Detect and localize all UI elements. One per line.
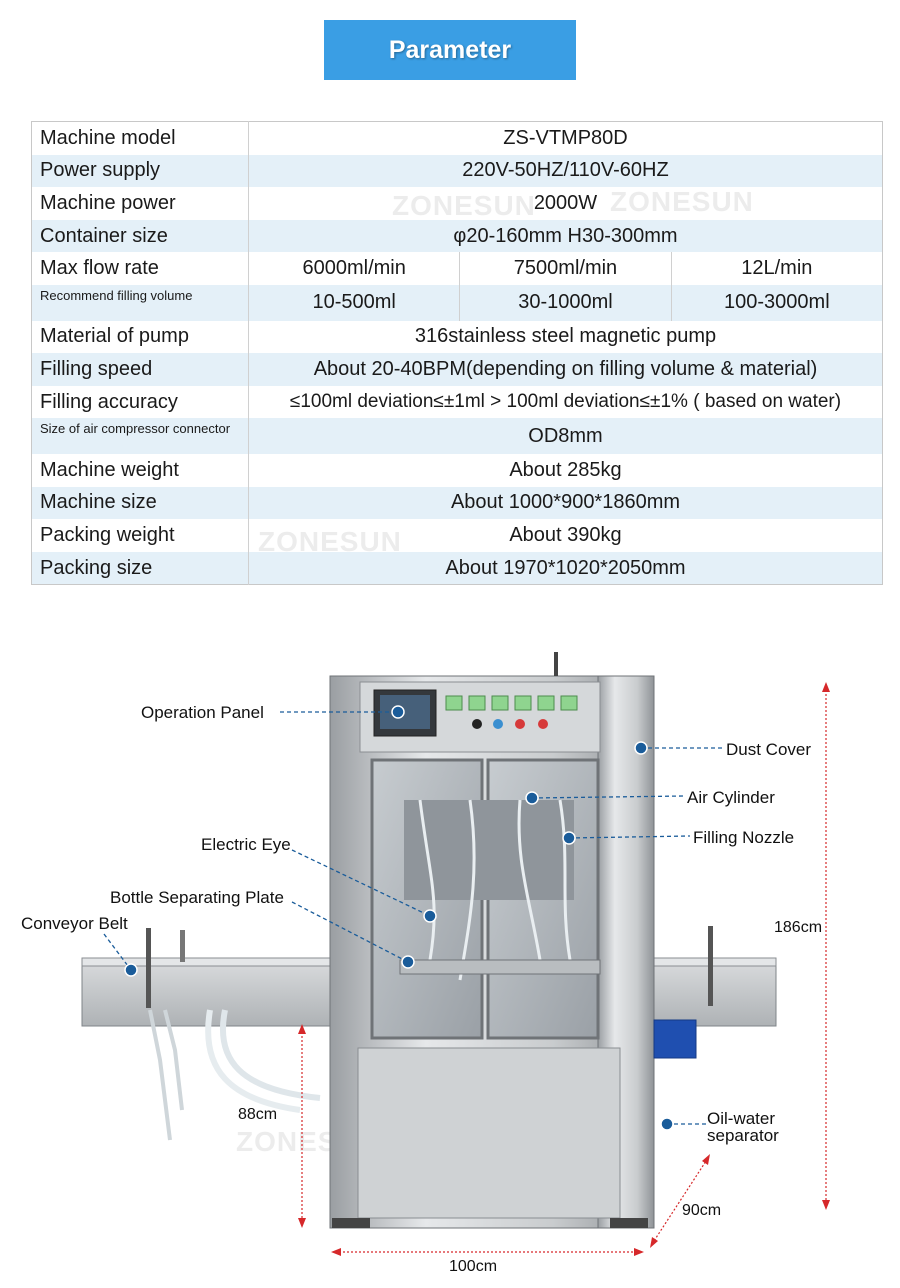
row-value: ≤100ml deviation≤±1ml > 100ml deviation≤… [248,385,883,419]
table-row: Power supply 220V-50HZ/110V-60HZ [31,154,883,188]
row-label: Filling speed [31,353,249,386]
callout-operation-panel: Operation Panel [141,703,264,722]
watermark: ZONESUN [610,186,754,217]
row-value: 100-3000ml [670,284,883,321]
row-value: About 20-40BPM(depending on filling volu… [248,353,883,386]
row-value: 10-500ml [247,284,460,321]
callout-electric-eye: Electric Eye [201,835,291,854]
table-row: Filling speed About 20-40BPM(depending o… [31,353,883,386]
callout-oil-water-separator: Oil-water separator [707,1110,779,1144]
row-value: 30-1000ml [459,284,672,321]
row-value: 2000W [248,187,883,220]
machine-cabinet [329,652,697,1229]
row-value: 12L/min [670,252,883,285]
dimension-depth: 90cm [682,1202,722,1219]
table-row: Machine size About 1000*900*1860mm [31,486,883,520]
row-label: Machine weight [40,458,179,481]
row-label: Max flow rate [40,257,159,280]
row-value: φ20-160mm H30-300mm [248,219,883,253]
dimension-lines [301,686,827,1253]
row-label: Recommend filling volume [31,284,249,321]
row-label: Machine model [40,126,176,149]
row-label: Packing size [31,551,249,585]
callout-line: separator [707,1126,779,1145]
table-row: Machine model ZS-VTMP80D [32,121,883,155]
row-value: About 285kg [248,453,883,487]
table-row: Material of pump 316stainless steel magn… [32,320,883,354]
callout-line: Oil-water [707,1109,776,1128]
row-value: OD8mm [248,418,883,454]
dimension-conveyor-height: 88cm [238,1106,278,1123]
callout-filling-nozzle: Filling Nozzle [693,828,795,847]
row-value: 6000ml/min [247,252,460,285]
row-value: ZS-VTMP80D [248,121,883,155]
row-label: Container size [31,219,249,253]
leader-lines [103,711,722,1125]
row-label: Power supply [31,154,249,188]
watermark: ZONESUN [258,526,402,557]
callout-conveyor-belt: Conveyor Belt [21,914,128,933]
dimension-height: 186cm [774,919,823,936]
row-value: 316stainless steel magnetic pump [248,320,883,354]
table-row: Size of air compressor connector OD8mm [31,418,883,454]
spec-table: Machine model ZS-VTMP80D Power supply 22… [31,121,883,586]
row-label: Size of air compressor connector [31,418,249,454]
table-row: Max flow rate 6000ml/min 7500ml/min 12L/… [32,252,883,285]
row-label: Machine size [31,486,249,520]
table-row: Recommend filling volume 10-500ml 30-100… [31,284,883,321]
watermark: ZONESUN [392,190,536,221]
row-label: Filling accuracy [40,390,178,413]
dimension-width: 100cm [449,1258,498,1275]
banner-title: Parameter [388,35,512,64]
row-value: About 390kg [248,519,883,552]
callout-markers [124,705,674,1131]
dimension-arrowheads [298,682,830,1256]
row-label: Machine power [40,191,176,214]
table-row: Packing size About 1970*1020*2050mm [31,551,883,585]
callout-air-cylinder: Air Cylinder [687,788,775,807]
table-row: Container size φ20-160mm H30-300mm [31,219,883,253]
machine-illustration [81,652,830,1256]
table-row: Packing weight About 390kg [32,519,883,552]
row-value: 220V-50HZ/110V-60HZ [248,154,883,188]
row-value: 7500ml/min [459,252,672,285]
callout-dust-cover: Dust Cover [726,740,812,759]
table-row: Machine power 2000W [32,187,883,220]
row-value: About 1970*1020*2050mm [248,551,883,585]
table-row: Machine weight About 285kg [32,453,883,487]
row-value: About 1000*900*1860mm [248,486,883,520]
row-label: Material of pump [40,325,189,348]
table-row: Filling accuracy ≤100ml deviation≤±1ml >… [32,385,883,419]
callout-bottle-separating-plate: Bottle Separating Plate [110,888,284,907]
row-label: Packing weight [40,523,175,546]
parameter-banner: Parameter [324,20,576,80]
